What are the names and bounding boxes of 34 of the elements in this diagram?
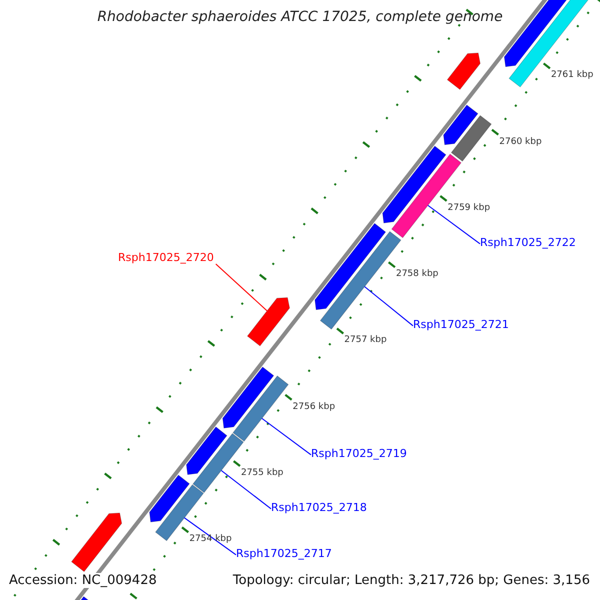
gene-feature: [314, 222, 386, 310]
gene-label: Rsph17025_2720: [118, 251, 214, 264]
gene-feature: [443, 104, 478, 146]
leader-line: [220, 470, 272, 510]
scale-label: 2761 kbp: [550, 70, 594, 80]
scale-label: 2760 kbp: [499, 136, 542, 147]
gene-label: Rsph17025_2718: [271, 501, 367, 514]
gene-feature: [446, 52, 481, 90]
gene-label: Rsph17025_2722: [480, 236, 576, 249]
gene-label: Rsph17025_2717: [236, 547, 332, 560]
gene-label: Rsph17025_2719: [311, 447, 407, 460]
scale-label: 2755 kbp: [240, 468, 284, 478]
scale-label: 2757 kbp: [344, 335, 387, 346]
leader-line: [427, 204, 480, 244]
leader-line: [184, 517, 236, 556]
leader-line: [364, 286, 414, 326]
gene-feature: [382, 146, 446, 224]
gene-feature: [71, 512, 122, 572]
gene-feature: [149, 474, 190, 522]
gene-feature: [222, 366, 274, 428]
gene-label: Rsph17025_2721: [413, 318, 509, 331]
scale-label: 2754 kbp: [189, 534, 232, 544]
accession-text: Accession: NC_009428: [9, 573, 157, 588]
gene-feature: [450, 115, 492, 162]
scale-label: 2759 kbp: [448, 202, 490, 213]
leader-line: [261, 418, 312, 456]
gene-feature: [186, 426, 228, 475]
scale-label: 2756 kbp: [292, 402, 336, 412]
leader-line: [215, 264, 268, 312]
gene-feature: [246, 297, 290, 346]
topology-text: Topology: circular; Length: 3,217,726 bp; Genes: 3,156: [232, 573, 590, 588]
scale-label: 2758 kbp: [396, 269, 438, 280]
gene-feature: [232, 375, 289, 442]
title: Rhodobacter sphaeroides ATCC 17025, complete genome: [96, 9, 504, 25]
